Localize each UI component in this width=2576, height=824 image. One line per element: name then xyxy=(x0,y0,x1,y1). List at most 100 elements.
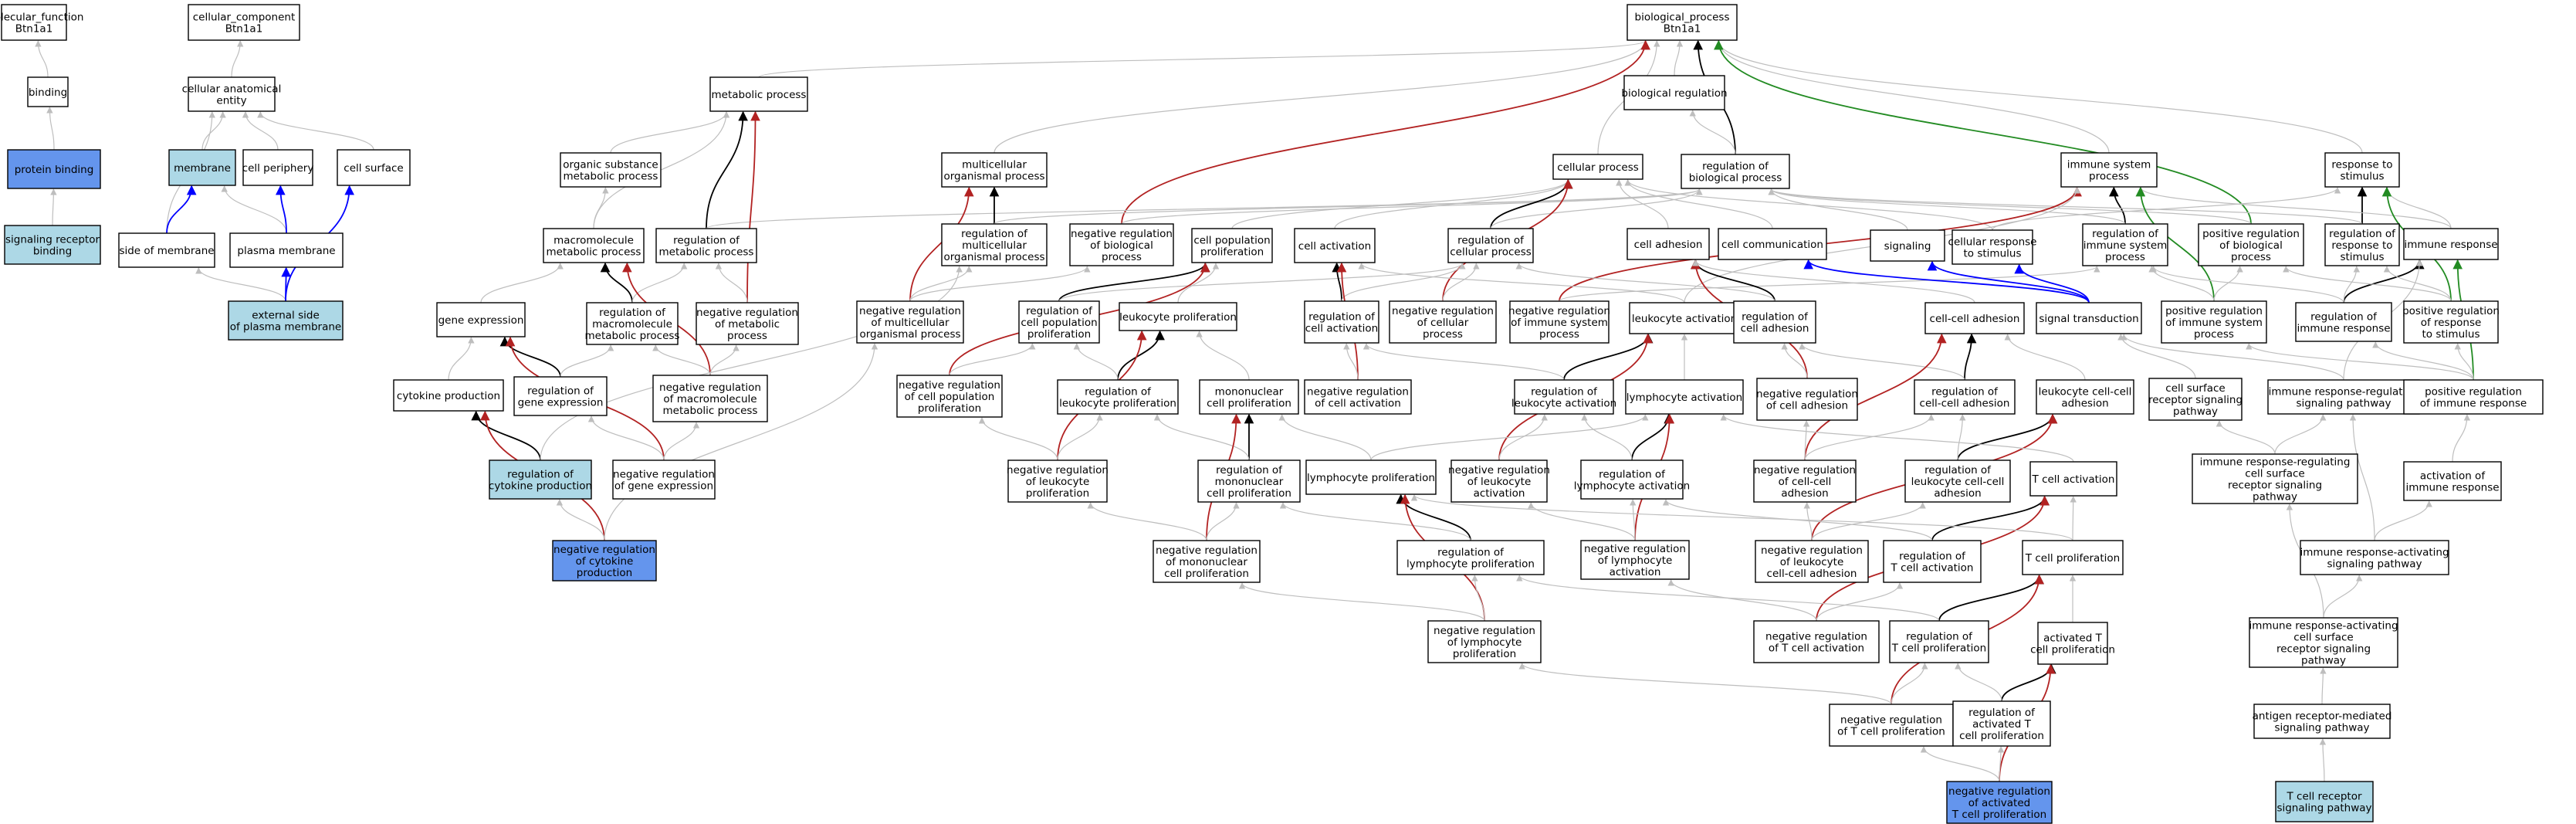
node-signaling[interactable]: signaling xyxy=(1870,229,1945,262)
node-protbind[interactable]: protein binding xyxy=(7,149,101,189)
node-membrane[interactable]: membrane xyxy=(168,149,236,186)
node-leukprolif[interactable]: leukocyte proliferation xyxy=(1119,302,1237,331)
node-cellcomm[interactable]: cell communication xyxy=(1718,228,1827,260)
edge-multicell-to-bp xyxy=(994,40,1649,154)
node-cellproc[interactable]: cellular process xyxy=(1552,154,1643,180)
node-cellper[interactable]: cell periphery xyxy=(242,149,314,186)
node-cytprod[interactable]: cytokine production xyxy=(393,379,504,412)
node-box xyxy=(856,300,964,344)
node-sigtrans[interactable]: signal transduction xyxy=(2036,302,2142,334)
node-tcellprolif[interactable]: T cell proliferation xyxy=(2022,540,2124,575)
node-leukact[interactable]: leukocyte activation xyxy=(1629,302,1740,334)
node-lymphprolif[interactable]: lymphocyte proliferation xyxy=(1305,459,1437,495)
node-cellact[interactable]: cell activation xyxy=(1294,228,1376,263)
node-biolreg[interactable]: biological regulation xyxy=(1621,75,1728,110)
node-tcellact[interactable]: T cell activation xyxy=(2029,461,2117,497)
node-cellsurf[interactable]: cell surface xyxy=(337,149,411,186)
node-regtcellact[interactable]: regulation ofT cell activation xyxy=(1883,540,1982,583)
node-cellcelladh[interactable]: cell-cell adhesion xyxy=(1924,302,2025,334)
node-plasmamem[interactable]: plasma membrane xyxy=(229,232,344,268)
node-lymphact[interactable]: lymphocyte activation xyxy=(1625,379,1744,415)
node-sidemem[interactable]: side of membrane xyxy=(118,232,215,268)
node-metab[interactable]: metabolic process xyxy=(709,76,808,112)
node-binding[interactable]: binding xyxy=(27,76,69,107)
node-immresp[interactable]: immune response xyxy=(2403,228,2499,260)
node-regtcellprolif[interactable]: regulation ofT cell proliferation xyxy=(1889,620,1989,663)
node-geneexp[interactable]: gene expression xyxy=(436,302,526,337)
node-celladh[interactable]: cell adhesion xyxy=(1627,228,1710,260)
node-box xyxy=(586,302,679,345)
